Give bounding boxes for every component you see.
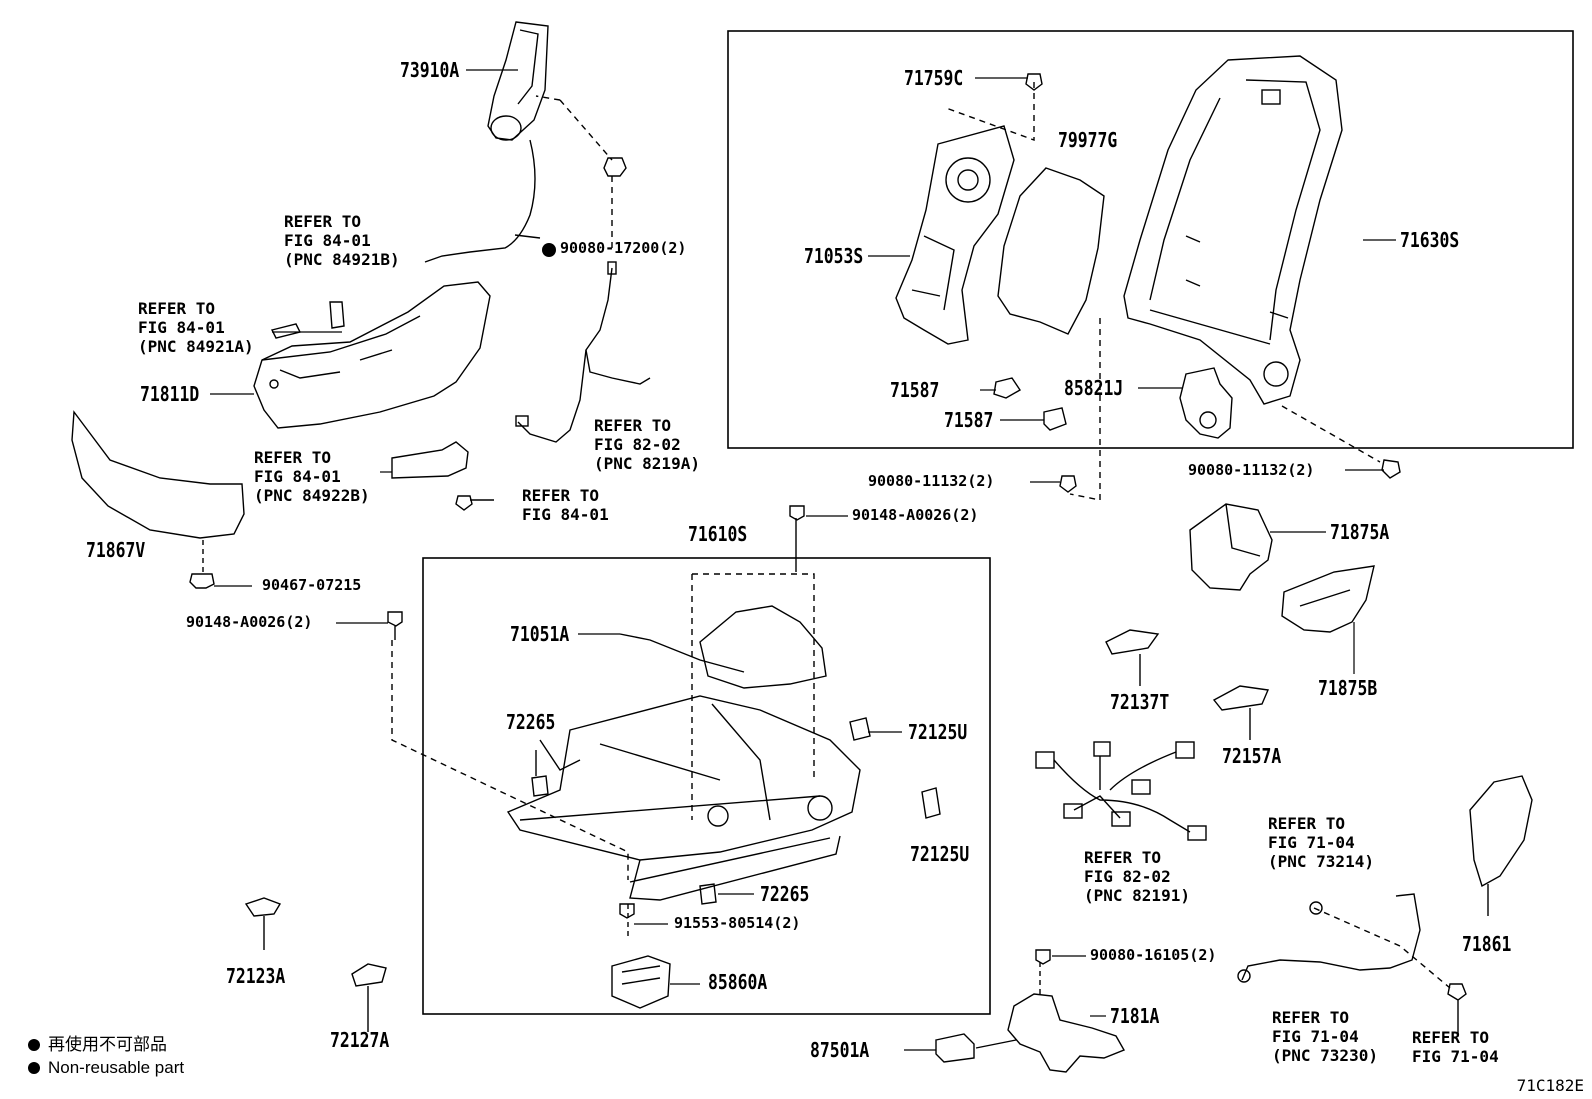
harness-82191-drawing [1035, 741, 1207, 841]
clip-72265b-drawing [699, 883, 717, 905]
label-72265-b: 72265 [760, 882, 810, 906]
label-71587-a: 71587 [890, 378, 940, 402]
clip-72125Ua-drawing [849, 717, 871, 741]
label-71053S: 71053S [804, 244, 864, 268]
part-71875B-drawing [1281, 565, 1375, 633]
ref-82191: REFER TO FIG 82-02 (PNC 82191) [1084, 848, 1190, 905]
bolt-90080-11132b-drawing [1381, 459, 1401, 479]
nut-71-04-drawing [1447, 983, 1467, 1034]
ref-84921A: REFER TO FIG 84-01 (PNC 84921A) [138, 299, 254, 356]
part-71875A-drawing [1189, 503, 1273, 591]
label-71867V: 71867V [86, 538, 146, 562]
nut-90080-17200-drawing [603, 157, 627, 177]
label-72123A: 72123A [226, 964, 286, 988]
part-85860A-drawing [611, 955, 671, 1009]
non-reusable-marker [542, 243, 556, 257]
harness-73230-drawing [1241, 893, 1421, 981]
leader-lines [210, 69, 1396, 1051]
part-72123A-drawing [244, 897, 282, 950]
ref-73214: REFER TO FIG 71-04 (PNC 73214) [1268, 814, 1374, 871]
bolt-90148-A0026-top-drawing [789, 505, 805, 521]
bolt-90080-16105-drawing [1035, 949, 1051, 965]
part-71053S-drawing [895, 125, 1015, 345]
part-71861-drawing [1469, 775, 1533, 888]
label-90080-11132-b: 90080-11132(2) [1188, 461, 1315, 479]
legend-japanese-text: 再使用不可部品 [48, 1035, 167, 1054]
clip-71587b-drawing [1043, 407, 1067, 431]
part-72157A-drawing [1212, 685, 1270, 711]
label-87501A: 87501A [810, 1038, 870, 1062]
label-72137T: 72137T [1110, 690, 1170, 714]
label-90080-11132-a: 90080-11132(2) [868, 472, 995, 490]
figure-code: 71C182E [1516, 1076, 1584, 1095]
label-71610S: 71610S [688, 522, 748, 546]
label-85821J: 85821J [1064, 376, 1124, 400]
label-85860A: 85860A [708, 970, 768, 994]
ref-8219A: REFER TO FIG 82-02 (PNC 8219A) [594, 416, 700, 473]
ref-84922B: REFER TO FIG 84-01 (PNC 84922B) [254, 448, 370, 505]
legend-english-text: Non-reusable part [48, 1058, 185, 1077]
label-71861: 71861 [1462, 932, 1512, 956]
label-90148-A0026-top: 90148-A0026(2) [852, 506, 979, 524]
label-71587-b: 71587 [944, 408, 994, 432]
bullet-icon [28, 1039, 40, 1051]
harness-8219A-drawing [515, 261, 651, 443]
part-73910A-drawing [424, 21, 549, 263]
clip-72265a-drawing [531, 775, 549, 797]
label-90467-07215: 90467-07215 [262, 576, 362, 594]
label-90080-17200: 90080-17200(2) [560, 239, 687, 257]
part-72127A-drawing [351, 963, 387, 1032]
switch-84922B-drawing [391, 441, 469, 479]
part-71610S-drawing [506, 573, 861, 901]
part-85821J-drawing [1179, 367, 1233, 439]
screw-84-01-drawing [455, 495, 494, 511]
legend-japanese: 再使用不可部品 [28, 1030, 167, 1055]
part-71630S-drawing [1123, 55, 1343, 405]
label-71759C: 71759C [904, 66, 964, 90]
legend-english: Non-reusable part [28, 1058, 184, 1078]
label-71630S: 71630S [1400, 228, 1460, 252]
bolt-90080-11132a-drawing [1059, 475, 1077, 493]
label-71811D: 71811D [140, 382, 200, 406]
grommet-73214-drawing [1309, 901, 1323, 915]
bolt-91553-drawing [619, 903, 635, 919]
label-90080-16105: 90080-16105(2) [1090, 946, 1217, 964]
ref-71-04: REFER TO FIG 71-04 [1412, 1028, 1499, 1066]
label-72157A: 72157A [1222, 744, 1282, 768]
cushion-frame-group-box [422, 557, 991, 1015]
label-90148-A0026-left: 90148-A0026(2) [186, 613, 313, 631]
part-7181A-drawing [1007, 993, 1126, 1073]
part-71811D-drawing [253, 281, 491, 429]
bolt-71759C-drawing [1025, 73, 1043, 91]
clip-84921B-drawing [329, 301, 345, 329]
ref-84-01: REFER TO FIG 84-01 [522, 486, 609, 524]
part-72137T-drawing [1105, 629, 1160, 655]
label-71051A: 71051A [510, 622, 570, 646]
label-72125U-a: 72125U [908, 720, 968, 744]
label-72125U-b: 72125U [910, 842, 970, 866]
label-7181A: 7181A [1110, 1004, 1160, 1028]
label-72265-a: 72265 [506, 710, 556, 734]
seatback-group-box [727, 30, 1574, 449]
part-79977G-drawing [997, 167, 1105, 335]
part-71867V-drawing [71, 410, 245, 539]
label-71875B: 71875B [1318, 676, 1378, 700]
ref-84921B: REFER TO FIG 84-01 (PNC 84921B) [284, 212, 400, 269]
clip-72125Ub-drawing [921, 787, 941, 819]
clip-71587a-drawing [993, 377, 1021, 399]
label-79977G: 79977G [1058, 128, 1118, 152]
label-71875A: 71875A [1330, 520, 1390, 544]
label-73910A: 73910A [400, 58, 460, 82]
label-72127A: 72127A [330, 1028, 390, 1052]
bullet-icon [28, 1062, 40, 1074]
part-87501A-drawing [935, 1033, 975, 1063]
bolt-90148-A0026-left-drawing [387, 611, 403, 640]
clip-90467-drawing [189, 573, 215, 589]
clip-84921A-drawing [270, 323, 302, 339]
label-91553-80514-text: 91553-80514(2) [674, 914, 801, 932]
ref-73230: REFER TO FIG 71-04 (PNC 73230) [1272, 1008, 1378, 1065]
